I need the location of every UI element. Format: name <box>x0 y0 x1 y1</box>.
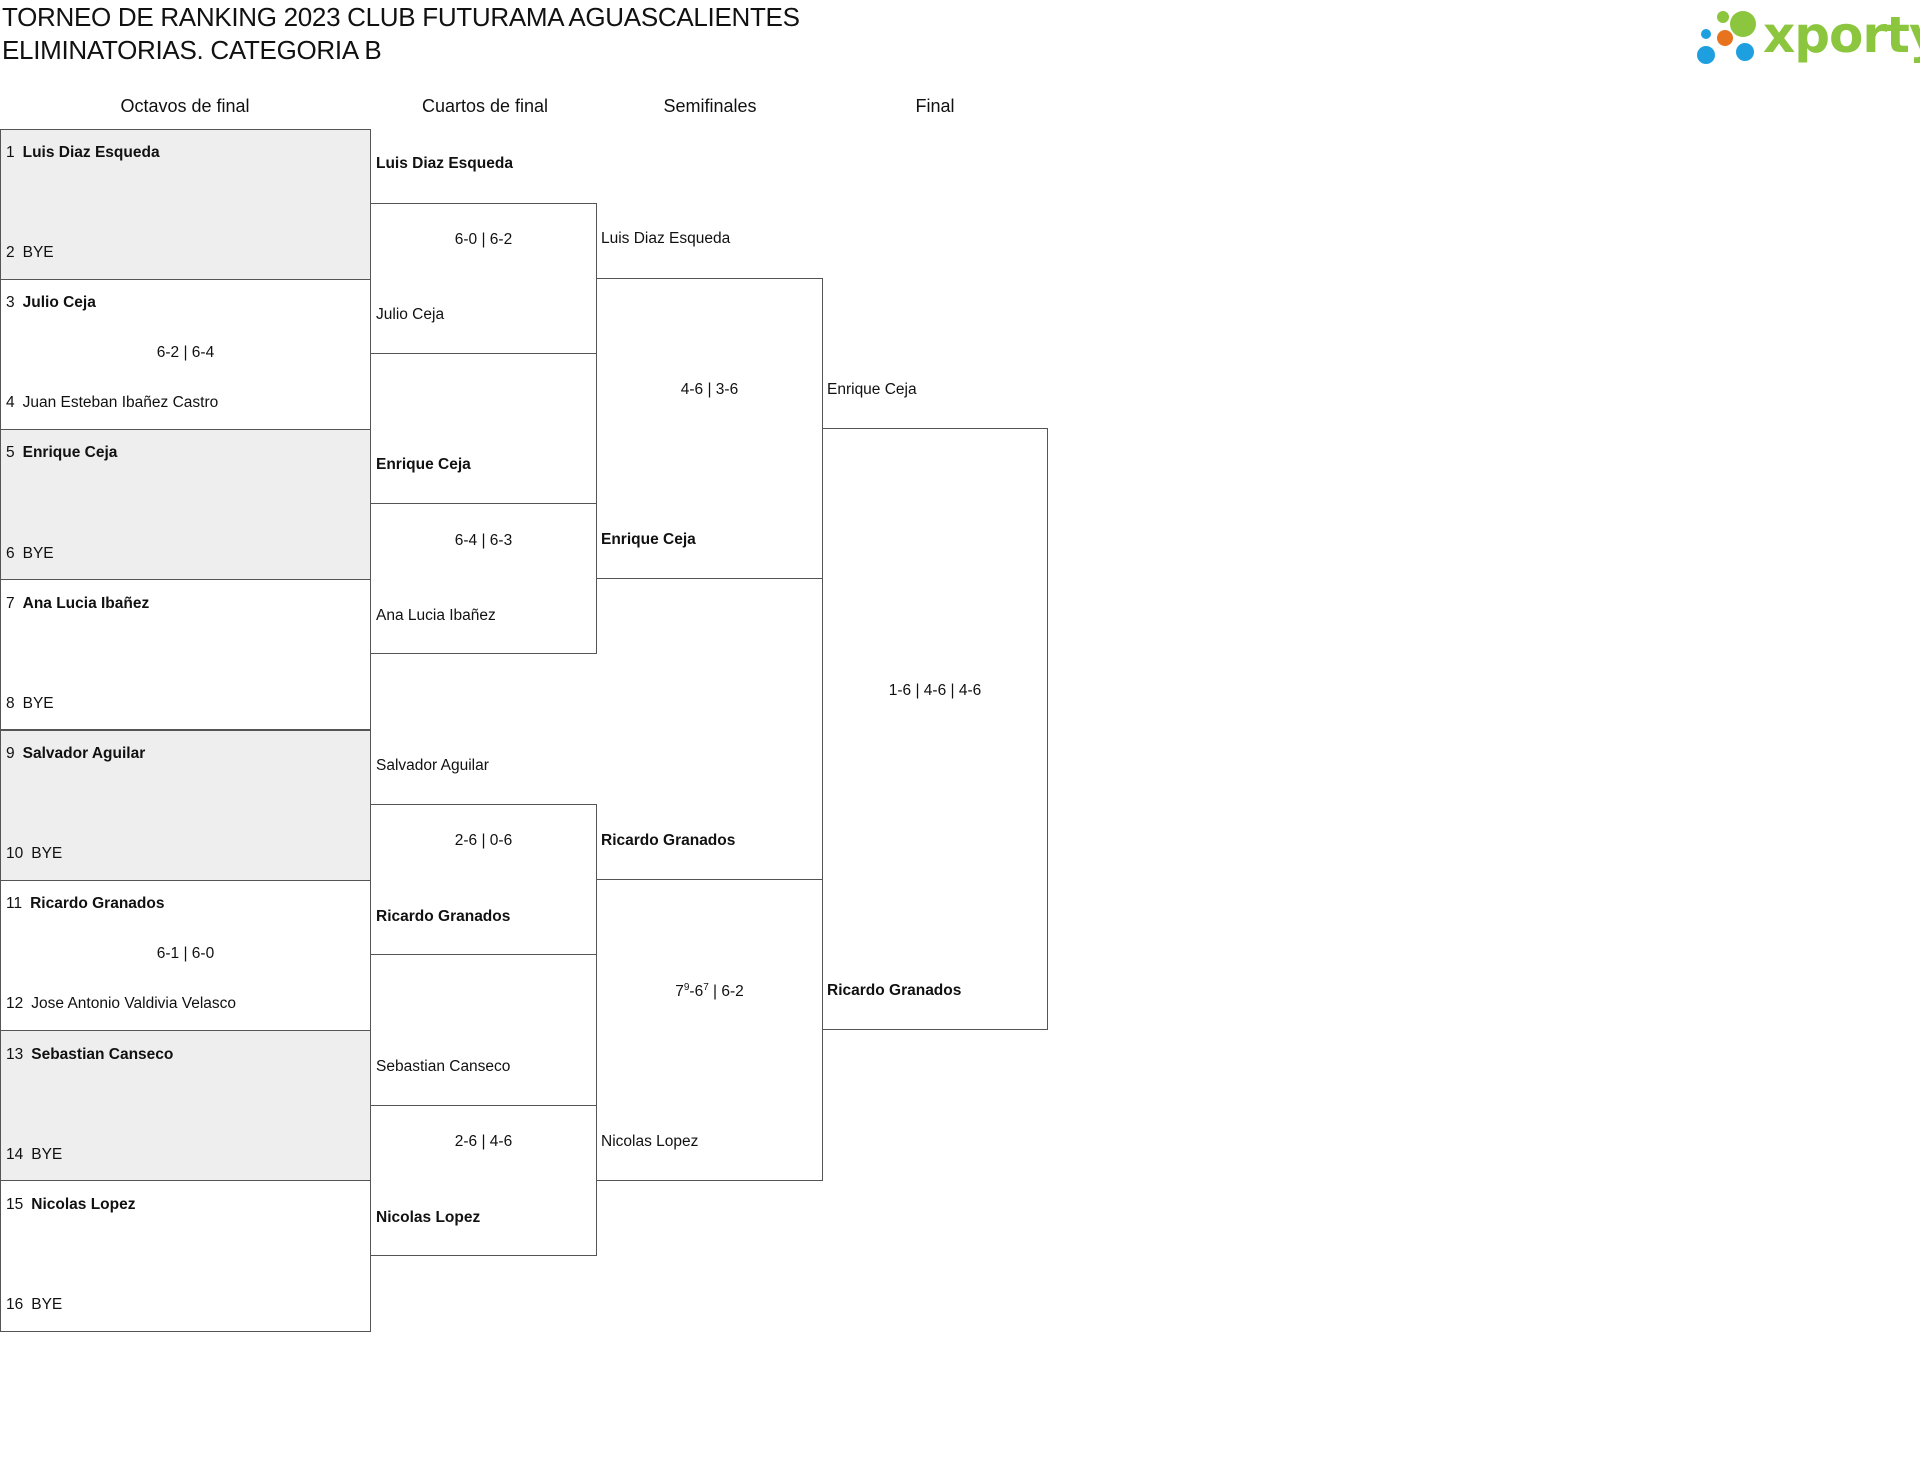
qf-match-box <box>370 203 597 354</box>
round-header-octavos: Octavos de final <box>120 96 250 116</box>
qf-player-a: Luis Diaz Esqueda <box>376 155 513 172</box>
r16-match-box <box>0 730 371 881</box>
qf-match-box <box>370 503 597 654</box>
qf-score: 2-6 | 0-6 <box>454 832 513 849</box>
r16-match-box <box>0 429 371 580</box>
sf-match-box <box>596 879 823 1181</box>
r16-score: 6-1 | 6-0 <box>156 945 215 962</box>
round-header-final: Final <box>915 96 955 116</box>
qf-player-a: Salvador Aguilar <box>376 757 489 774</box>
tournament-title: TORNEO DE RANKING 2023 CLUB FUTURAMA AGU… <box>2 2 800 32</box>
r16-match-box <box>0 880 371 1031</box>
sf-player-b: Nicolas Lopez <box>601 1133 699 1150</box>
qf-match-box <box>370 804 597 955</box>
r16-match-box <box>0 129 371 280</box>
r16-match-box <box>0 579 371 730</box>
qf-score: 6-4 | 6-3 <box>454 532 513 549</box>
qf-player-b: Ana Lucia Ibañez <box>376 607 496 624</box>
logo-text: xporty <box>1763 6 1920 64</box>
final-score: 1-6 | 4-6 | 4-6 <box>888 682 982 699</box>
sf-score: 4-6 | 3-6 <box>680 381 739 398</box>
r16-match-box <box>0 1180 371 1332</box>
qf-player-b: Julio Ceja <box>376 306 445 323</box>
round-header-semifinales: Semifinales <box>663 96 757 116</box>
final-match-box <box>822 428 1048 1030</box>
sf-player-a: Luis Diaz Esqueda <box>601 230 731 247</box>
tournament-subtitle: ELIMINATORIAS. CATEGORIA B <box>2 35 382 65</box>
qf-player-b: Ricardo Granados <box>376 908 511 925</box>
sf-player-a: Ricardo Granados <box>601 832 736 849</box>
qf-score: 2-6 | 4-6 <box>454 1133 513 1150</box>
final-player-b: Ricardo Granados <box>827 982 962 999</box>
sf-match-box <box>596 278 823 579</box>
qf-player-a: Enrique Ceja <box>376 456 471 473</box>
qf-player-a: Sebastian Canseco <box>376 1058 511 1075</box>
logo-dots-icon <box>1697 11 1756 64</box>
r16-match-box <box>0 1030 371 1181</box>
sf-player-b: Enrique Ceja <box>601 531 696 548</box>
round-header-cuartos: Cuartos de final <box>421 96 549 116</box>
sf-score: 79-67 | 6-2 <box>675 982 744 1001</box>
qf-player-b: Nicolas Lopez <box>376 1209 481 1226</box>
r16-match-box <box>0 279 371 430</box>
qf-match-box <box>370 1105 597 1256</box>
r16-score: 6-2 | 6-4 <box>156 344 215 361</box>
final-player-a: Enrique Ceja <box>827 381 917 398</box>
qf-score: 6-0 | 6-2 <box>454 231 513 248</box>
